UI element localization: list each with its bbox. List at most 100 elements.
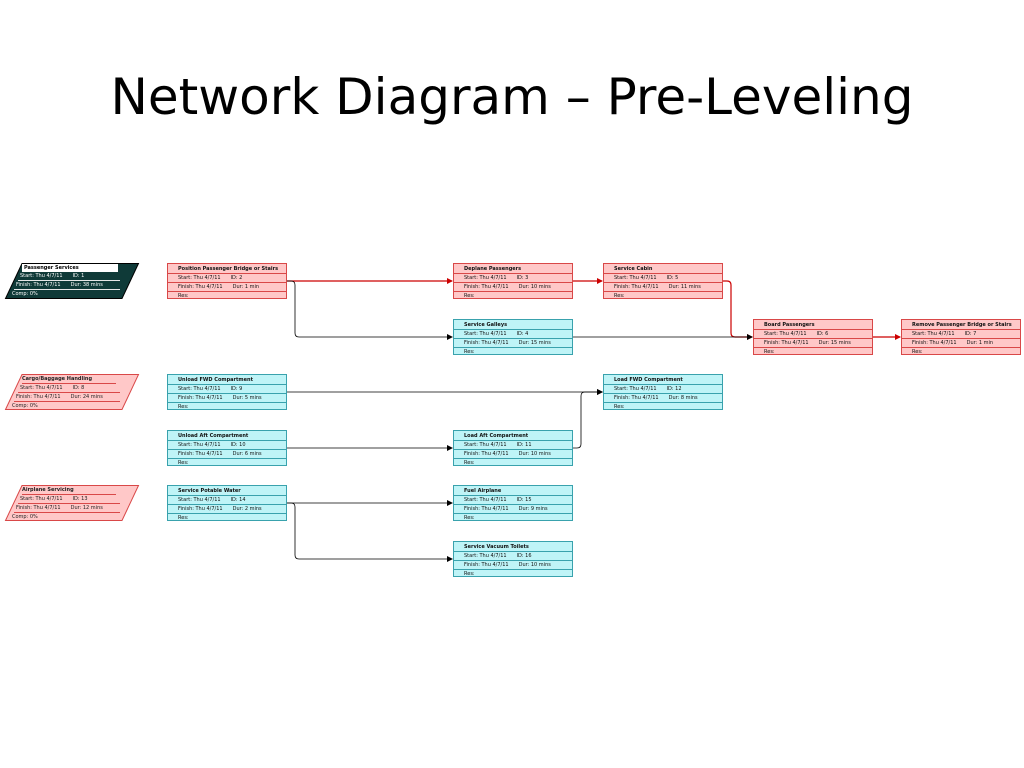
- task-resource-row: Res:: [454, 292, 572, 301]
- summary-name: Cargo/Baggage Handling: [22, 375, 116, 384]
- duration-value: Dur: 1 min: [232, 284, 260, 290]
- duration-value: Dur: 6 mins: [232, 451, 262, 457]
- id-value: ID: 10: [230, 442, 246, 448]
- start-value: Start: Thu 4/7/11: [614, 275, 657, 281]
- id-value: ID: 8: [72, 385, 85, 391]
- id-value: ID: 5: [666, 275, 679, 281]
- finish-value: Finish: Thu 4/7/11: [464, 562, 509, 568]
- task-start-row: Start: Thu 4/7/11 ID: 15: [454, 496, 572, 505]
- duration-value: Dur: 2 mins: [232, 506, 262, 512]
- task-name: Fuel Airplane: [454, 486, 572, 496]
- id-value: ID: 7: [964, 331, 977, 337]
- start-value: Start: Thu 4/7/11: [464, 331, 507, 337]
- duration-value: Dur: 11 mins: [668, 284, 701, 290]
- resource-label: Res:: [614, 293, 625, 299]
- finish-value: Finish: Thu 4/7/11: [178, 284, 223, 290]
- task-name: Unload FWD Compartment: [168, 375, 286, 385]
- task-name: Load FWD Compartment: [604, 375, 722, 385]
- finish-value: Finish: Thu 4/7/11: [614, 284, 659, 290]
- finish-value: Finish: Thu 4/7/11: [178, 451, 223, 457]
- task-resource-row: Res:: [168, 292, 286, 301]
- resource-label: Res:: [764, 349, 775, 355]
- task-resource-row: Res:: [168, 514, 286, 523]
- id-value: ID: 15: [516, 497, 532, 503]
- start-value: Start: Thu 4/7/11: [178, 386, 221, 392]
- task-name: Load Aft Compartment: [454, 431, 572, 441]
- start-value: Start: Thu 4/7/11: [614, 386, 657, 392]
- id-value: ID: 1: [72, 273, 85, 279]
- task-resource-row: Res:: [454, 459, 572, 468]
- complete-value: Comp: 0%: [12, 291, 38, 297]
- resource-label: Res:: [614, 404, 625, 410]
- duration-value: Dur: 15 mins: [518, 340, 551, 346]
- resource-label: Res:: [464, 571, 475, 577]
- id-value: ID: 11: [516, 442, 532, 448]
- task-resource-row: Res:: [168, 403, 286, 412]
- finish-value: Finish: Thu 4/7/11: [912, 340, 957, 346]
- task-finish-row: Finish: Thu 4/7/11 Dur: 1 min: [168, 283, 286, 292]
- task-resource-row: Res:: [604, 292, 722, 301]
- task-resource-row: Res:: [754, 348, 872, 357]
- resource-label: Res:: [912, 349, 923, 355]
- summary-comp-row: Comp: 0%: [10, 290, 120, 298]
- id-value: ID: 4: [516, 331, 529, 337]
- summary-name: Passenger Services: [22, 264, 118, 272]
- resource-label: Res:: [464, 349, 475, 355]
- resource-label: Res:: [464, 515, 475, 521]
- id-value: ID: 3: [516, 275, 529, 281]
- duration-value: Dur: 24 mins: [70, 394, 103, 400]
- summary-start-row: Start: Thu 4/7/11 ID: 1: [18, 272, 120, 281]
- start-value: Start: Thu 4/7/11: [464, 497, 507, 503]
- task-resource-row: Res:: [168, 459, 286, 468]
- start-value: Start: Thu 4/7/11: [464, 442, 507, 448]
- start-value: Start: Thu 4/7/11: [20, 385, 63, 391]
- task-name: Deplane Passengers: [454, 264, 572, 274]
- start-value: Start: Thu 4/7/11: [464, 553, 507, 559]
- finish-value: Finish: Thu 4/7/11: [16, 505, 61, 511]
- duration-value: Dur: 10 mins: [518, 284, 551, 290]
- link-5-to-6: [723, 280, 753, 340]
- duration-value: Dur: 10 mins: [518, 451, 551, 457]
- resource-label: Res:: [178, 293, 189, 299]
- complete-value: Comp: 0%: [12, 514, 38, 520]
- task-name: Unload Aft Compartment: [168, 431, 286, 441]
- task-start-row: Start: Thu 4/7/11 ID: 4: [454, 330, 572, 339]
- task-resource-row: Res:: [454, 348, 572, 357]
- task-start-row: Start: Thu 4/7/11 ID: 5: [604, 274, 722, 283]
- summary-comp-row: Comp: 0%: [10, 513, 120, 521]
- resource-label: Res:: [178, 515, 189, 521]
- start-value: Start: Thu 4/7/11: [764, 331, 807, 337]
- duration-value: Dur: 15 mins: [818, 340, 851, 346]
- task-finish-row: Finish: Thu 4/7/11 Dur: 11 mins: [604, 283, 722, 292]
- duration-value: Dur: 9 mins: [518, 506, 548, 512]
- start-value: Start: Thu 4/7/11: [20, 273, 63, 279]
- finish-value: Finish: Thu 4/7/11: [16, 282, 61, 288]
- finish-value: Finish: Thu 4/7/11: [464, 451, 509, 457]
- task-finish-row: Finish: Thu 4/7/11 Dur: 6 mins: [168, 450, 286, 459]
- resource-label: Res:: [178, 460, 189, 466]
